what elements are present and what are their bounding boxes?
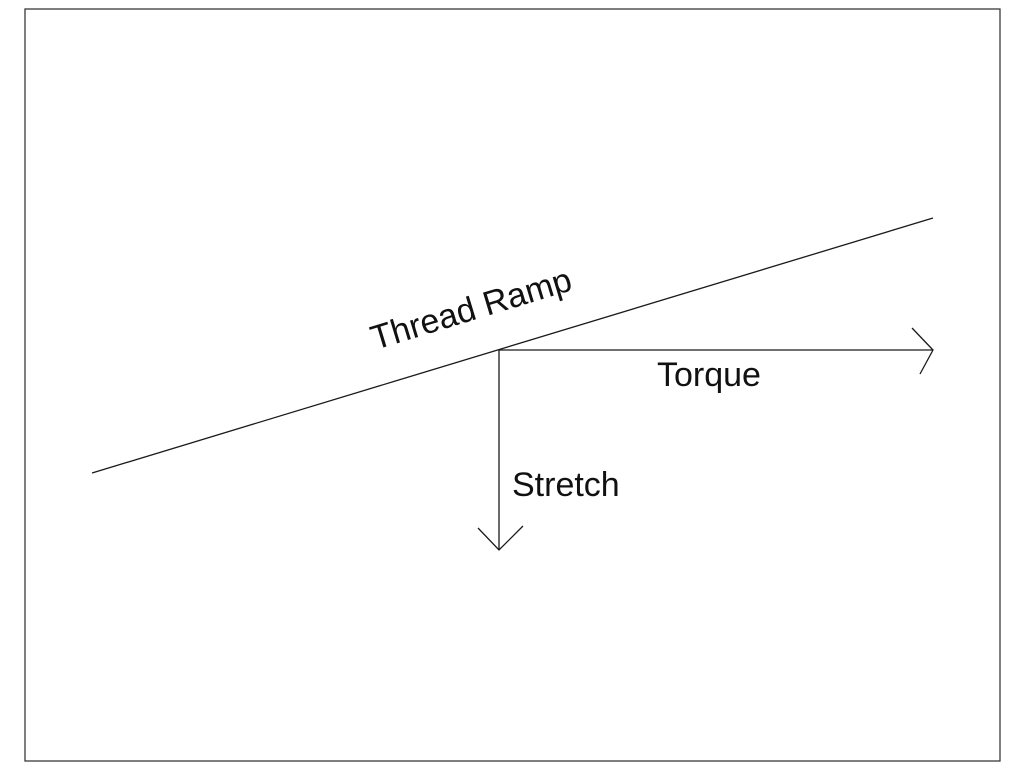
stretch-arrowhead	[477, 525, 524, 551]
thread-ramp-line	[91, 217, 934, 474]
torque-arrowhead	[911, 327, 934, 375]
stretch-label: Stretch	[512, 466, 620, 504]
torque-label: Torque	[657, 356, 761, 394]
thread-ramp-label: Thread Ramp	[366, 261, 576, 358]
frame-border	[24, 8, 1001, 762]
